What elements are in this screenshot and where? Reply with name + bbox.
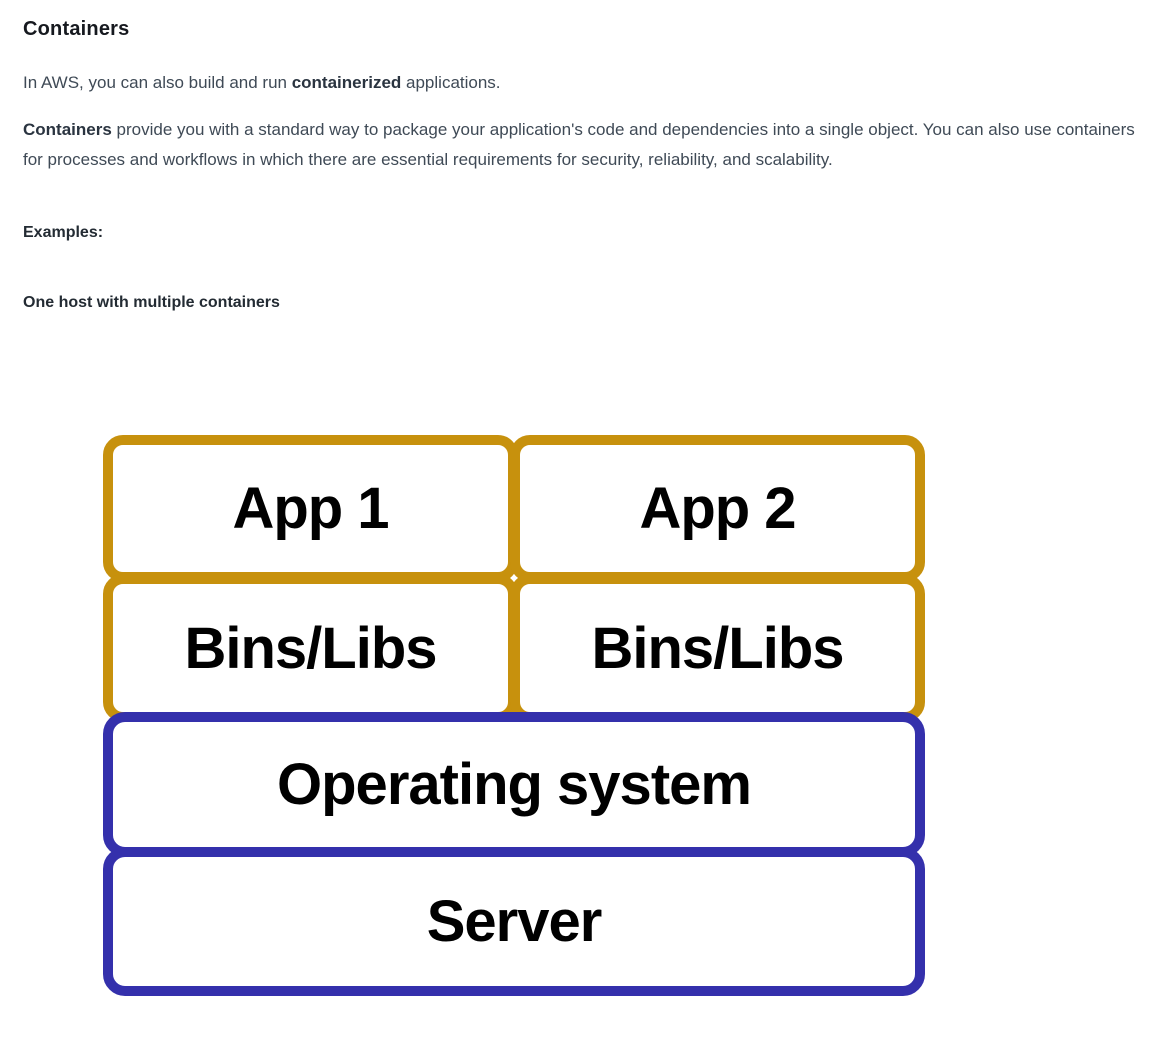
paragraph-intro: In AWS, you can also build and run conta… xyxy=(23,68,1138,98)
diagram-label-bins-libs-2: Bins/Libs xyxy=(591,615,844,681)
diagram-caption: One host with multiple containers xyxy=(23,294,280,311)
diagram-label-bins-libs-1: Bins/Libs xyxy=(184,615,437,681)
paragraph-intro-bold: containerized xyxy=(291,73,402,92)
examples-label: Examples: xyxy=(23,224,104,241)
diagram-box-app-2: App 2 xyxy=(510,435,925,582)
paragraph-intro-tail: applications. xyxy=(401,73,501,92)
diagram-box-app-1: App 1 xyxy=(103,435,518,582)
diagram-box-bins-libs-2: Bins/Libs xyxy=(510,574,925,722)
diagram-label-operating-system: Operating system xyxy=(277,752,752,817)
page-title: Containers xyxy=(23,18,130,40)
diagram-box-server: Server xyxy=(103,847,925,996)
paragraph-definition: Containers provide you with a standard w… xyxy=(23,115,1138,175)
paragraph-intro-text: In AWS, you can also build and run xyxy=(23,73,292,92)
paragraph-definition-bold: Containers xyxy=(23,120,112,139)
diagram-label-app-1: App 1 xyxy=(232,476,389,541)
diagram-label-app-2: App 2 xyxy=(639,476,796,541)
diagram-label-server: Server xyxy=(426,889,603,954)
diagram-box-bins-libs-1: Bins/Libs xyxy=(103,574,518,722)
containers-diagram: App 1 App 2 Bins/Libs Bins/Libs Operatin… xyxy=(103,435,925,998)
paragraph-definition-text: provide you with a standard way to packa… xyxy=(23,120,1135,169)
diagram-box-operating-system: Operating system xyxy=(103,712,925,857)
